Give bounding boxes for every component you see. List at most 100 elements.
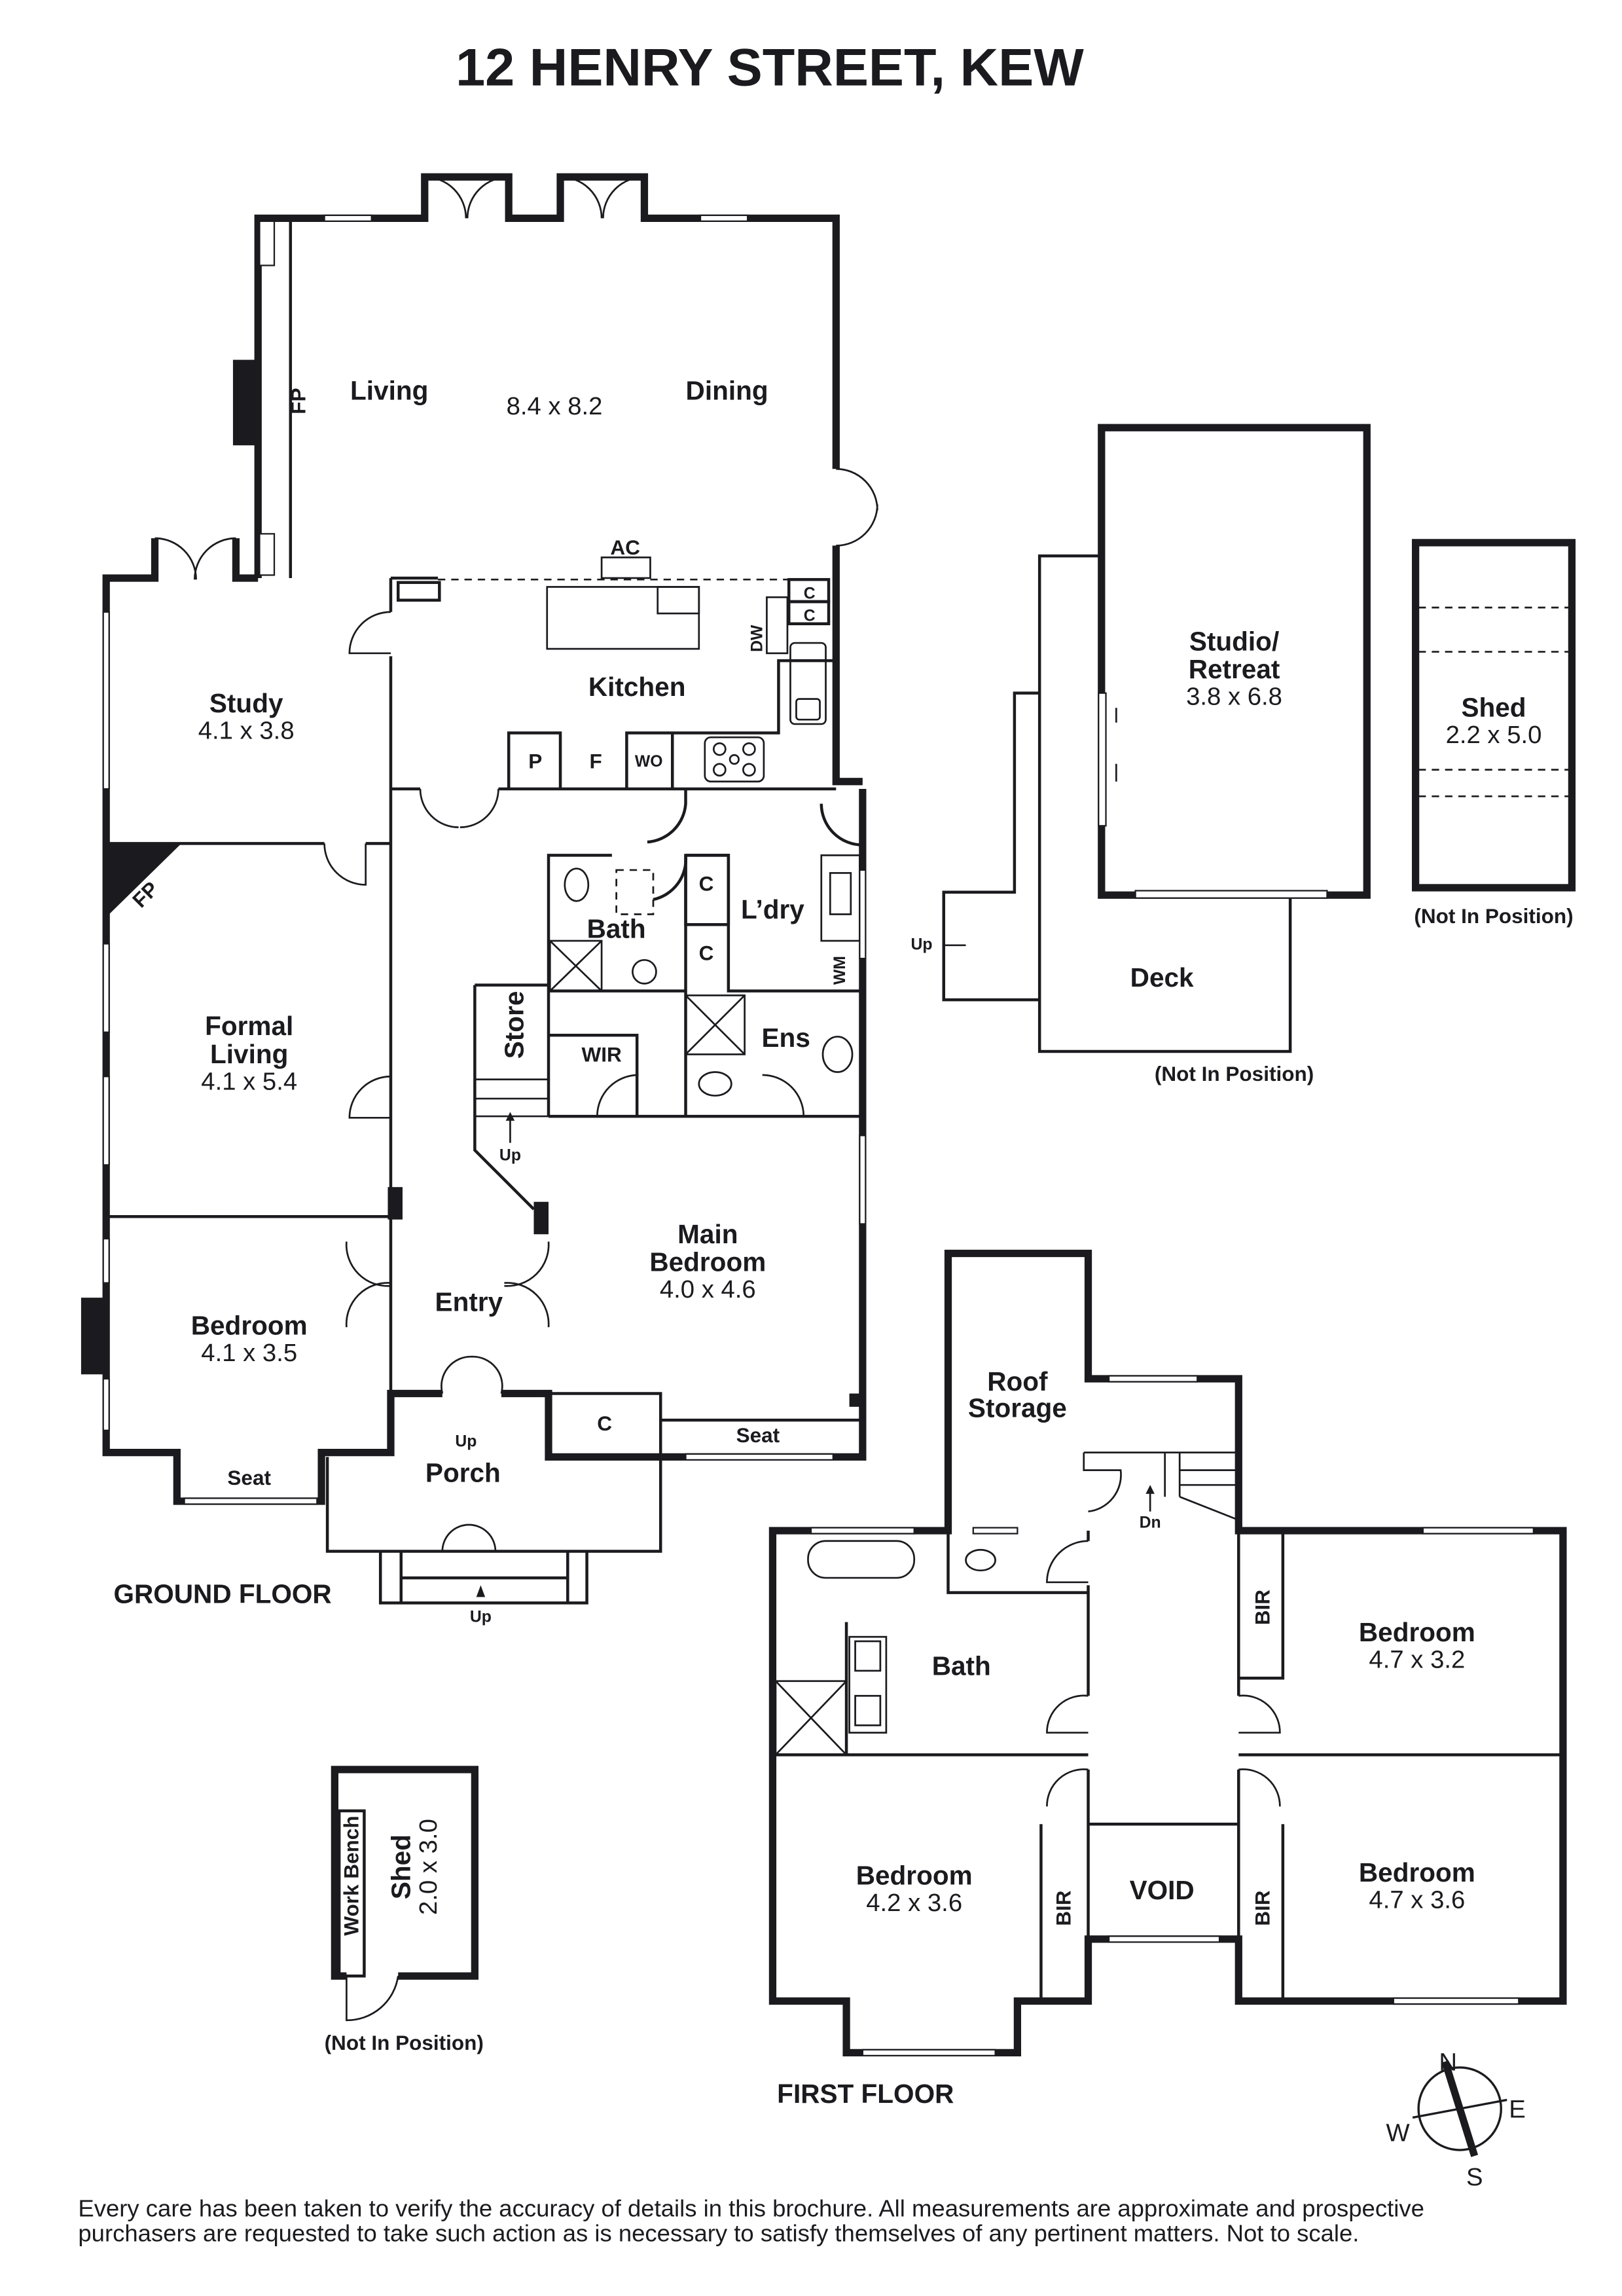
- roof-storage-label-2: Storage: [968, 1393, 1067, 1423]
- deck-outline: [942, 554, 1292, 1053]
- shed-large: Shed 2.2 x 5.0 (Not In Position): [1411, 539, 1576, 928]
- french-doors-living: [424, 175, 645, 219]
- cupboard-label: C: [699, 871, 714, 895]
- stairs-first: [1083, 1451, 1239, 1520]
- shed-dims: 2.0 x 3.0: [414, 1819, 442, 1915]
- main-bedroom-dims: 4.0 x 4.6: [660, 1275, 756, 1303]
- ac-label: AC: [610, 536, 640, 559]
- living-label: Living: [350, 375, 428, 405]
- cooktop-icon: [704, 736, 765, 783]
- deck-label: Deck: [1130, 962, 1194, 993]
- bedroom-label: Bedroom: [856, 1861, 973, 1891]
- cupboard-label: C: [597, 1412, 612, 1435]
- shed-small-walls: [331, 1766, 479, 1980]
- main-bedroom-fittings: [549, 1392, 860, 1457]
- formal-living-dims: 4.1 x 5.4: [201, 1068, 297, 1096]
- porch-walls: [325, 1457, 662, 1605]
- ac-unit: [600, 556, 651, 579]
- bir-label: BIR: [1051, 1890, 1075, 1926]
- compass-n: N: [1439, 2048, 1457, 2076]
- formal-living-label-2: Living: [210, 1039, 288, 1069]
- shed-small: Work Bench Shed 2.0 x 3.0 (Not In Positi…: [325, 1766, 484, 2054]
- living-dining-dims: 8.4 x 8.2: [507, 392, 603, 420]
- compass-s: S: [1466, 2163, 1483, 2191]
- first-floor-doors: [1046, 1540, 1281, 1807]
- entry-doors: [345, 1241, 550, 1394]
- shed-dims: 2.2 x 5.0: [1446, 721, 1542, 749]
- compass-e: E: [1509, 2095, 1526, 2123]
- cupboard-label: C: [699, 941, 714, 964]
- study-dims: 4.1 x 3.8: [198, 716, 295, 744]
- wir-label: WIR: [581, 1043, 622, 1066]
- wall-oven-label: WO: [635, 753, 663, 771]
- first-floor-plan: Dn Roof Storage Bath Bedroom 4.7 x 3.2 B…: [768, 1249, 1567, 2109]
- first-floor-exterior: [768, 1249, 1567, 2056]
- studio-deck: Studio/ Retreat 3.8 x 6.8 Deck Up (Not I…: [910, 424, 1371, 1085]
- cupboard-label: C: [804, 607, 816, 625]
- not-in-position-note: (Not In Position): [1155, 1062, 1314, 1085]
- ground-floor-heading: GROUND FLOOR: [113, 1578, 331, 1609]
- dining-label: Dining: [686, 375, 768, 405]
- not-in-position-note: (Not In Position): [1414, 904, 1573, 928]
- kitchen-island: [546, 586, 700, 650]
- seat-label: Seat: [736, 1423, 780, 1447]
- work-bench-label: Work Bench: [339, 1815, 363, 1935]
- toilet-icon: [564, 867, 590, 902]
- roof-storage-label: Roof: [987, 1366, 1048, 1396]
- living-dining-walls: [254, 173, 863, 786]
- seat-label: Seat: [227, 1466, 271, 1489]
- study-french-doors: [154, 537, 236, 580]
- fridge-label: F: [589, 750, 602, 773]
- shed-label: Shed: [1461, 693, 1526, 723]
- dishwasher: [766, 596, 789, 655]
- store-label: Store: [499, 991, 530, 1059]
- dn-label: Dn: [1140, 1514, 1161, 1531]
- study-label: Study: [209, 688, 283, 718]
- kitchen-cabinets: [507, 659, 837, 790]
- bedroom-dims: 4.7 x 3.2: [1369, 1645, 1465, 1673]
- french-doors-dining: [836, 467, 878, 547]
- up-label: Up: [455, 1433, 477, 1451]
- shower-icon: [774, 1680, 848, 1756]
- page-title: 12 HENRY STREET, KEW: [456, 39, 1084, 98]
- disclaimer-line-1: Every care has been taken to verify the …: [78, 2195, 1424, 2221]
- up-label: Up: [499, 1147, 521, 1165]
- bedroom-dims: 4.2 x 3.6: [866, 1889, 962, 1917]
- shed-label: Shed: [386, 1834, 416, 1899]
- basin-icon: [632, 958, 657, 985]
- dw-label: DW: [749, 625, 766, 652]
- ensuite-shower-icon: [685, 994, 746, 1055]
- ground-floor-plan: FP Living 8.4 x 8.2 Dining FP Study 4.1 …: [81, 173, 878, 1626]
- main-bedroom-label-2: Bedroom: [649, 1247, 766, 1277]
- studio-dims: 3.8 x 6.8: [1186, 683, 1282, 711]
- bath-label: Bath: [587, 914, 646, 944]
- up-label: Up: [910, 936, 932, 954]
- entry-label: Entry: [435, 1286, 503, 1317]
- cupboard-label: C: [804, 585, 816, 602]
- ground-interior-walls: [106, 576, 837, 1453]
- bathtub-icon: [807, 1540, 916, 1579]
- ground-doors: [323, 611, 499, 1119]
- first-floor-heading: FIRST FLOOR: [777, 2079, 954, 2109]
- studio-label: Studio/: [1189, 626, 1279, 656]
- fp-label: FP: [286, 388, 310, 414]
- bedroom-label: Bedroom: [191, 1310, 308, 1340]
- fireplace-living: [232, 359, 260, 446]
- bedroom-dims: 4.1 x 3.5: [201, 1339, 297, 1367]
- up-label: Up: [470, 1609, 492, 1626]
- shower-icon: [549, 939, 603, 992]
- wm-label: WM: [831, 956, 849, 985]
- bedroom-dims: 4.7 x 3.6: [1369, 1886, 1465, 1914]
- ensuite-label: Ens: [762, 1023, 810, 1053]
- pantry-label: P: [528, 750, 542, 773]
- kitchen-label: Kitchen: [588, 672, 686, 702]
- first-floor-interior-walls: [772, 1531, 1563, 2001]
- bedroom-label: Bedroom: [1359, 1857, 1475, 1887]
- disclaimer-line-2: purchasers are requested to take such ac…: [78, 2220, 1359, 2247]
- studio-label-2: Retreat: [1189, 654, 1280, 684]
- porch-label: Porch: [425, 1458, 501, 1488]
- bir-label: BIR: [1251, 1890, 1274, 1926]
- fireplace-bedroom: [81, 1298, 107, 1375]
- laundry-label: L’dry: [741, 894, 804, 924]
